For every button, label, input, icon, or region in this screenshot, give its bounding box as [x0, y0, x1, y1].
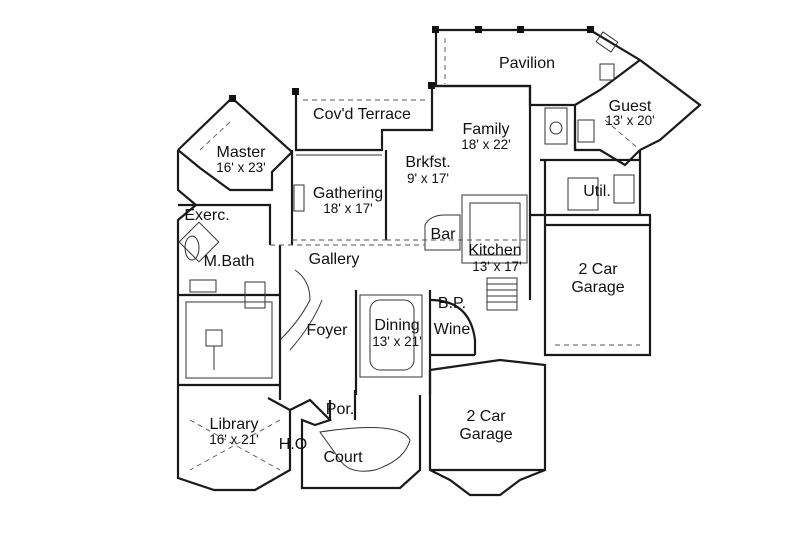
front-garage — [428, 358, 547, 497]
front-garage-label-line1: 2 Car — [466, 408, 506, 425]
ho-label: H.O — [279, 436, 307, 453]
master-label: Master — [217, 144, 267, 161]
side-garage-label-line2: Garage — [571, 279, 624, 296]
exerc-label: Exerc. — [184, 207, 229, 224]
brkfst-label: Brkfst. — [405, 154, 450, 171]
guest-label: Guest — [609, 98, 652, 115]
foyer-label: Foyer — [307, 322, 349, 339]
gathering-label: Gathering — [313, 185, 383, 202]
side-garage — [540, 150, 652, 357]
master-size: 16' x 23' — [216, 160, 265, 175]
court-label: Court — [323, 449, 363, 466]
pavilion-label: Pavilion — [499, 55, 555, 72]
covd-terrace-label: Cov'd Terrace — [313, 106, 411, 123]
gathering-size: 18' x 17' — [323, 201, 372, 216]
brkfst-size: 9' x 17' — [407, 171, 449, 186]
guest-size: 13' x 20' — [605, 113, 654, 128]
dining-label: Dining — [374, 317, 419, 334]
guest-room — [544, 59, 702, 167]
gallery-label: Gallery — [309, 251, 360, 268]
bar-label: Bar — [431, 226, 457, 243]
side-garage-label-line1: 2 Car — [578, 261, 618, 278]
kitchen-label: Kitchen — [468, 242, 521, 259]
por-label: Por. — [326, 401, 354, 418]
bp-label: B.P. — [438, 295, 466, 312]
library-size: 16' x 21' — [209, 432, 258, 447]
front-garage-label-line2: Garage — [459, 426, 512, 443]
family-label: Family — [462, 121, 509, 138]
wine-label: Wine — [434, 321, 471, 338]
master-room — [177, 95, 294, 192]
main-walls — [176, 84, 545, 492]
library-label: Library — [210, 416, 259, 433]
kitchen-size: 13' x 17' — [472, 259, 521, 274]
family-size: 18' x 22' — [461, 137, 510, 152]
room-labels: Pavilion Guest 13' x 20' Cov'd Terrace M… — [184, 55, 654, 466]
mbath-label: M.Bath — [204, 253, 255, 270]
dining-size: 13' x 21' — [372, 334, 421, 349]
util-label: Util. — [583, 183, 611, 200]
covd-terrace — [292, 82, 435, 152]
